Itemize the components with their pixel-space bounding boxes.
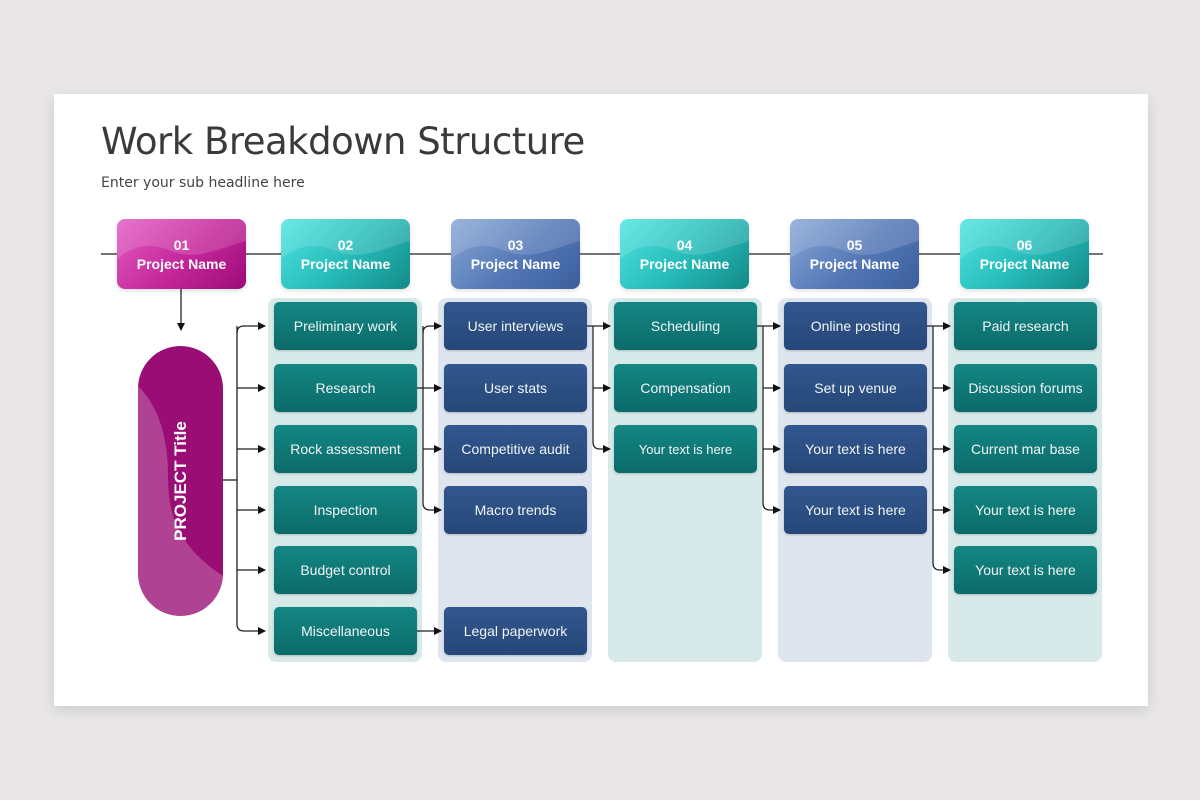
project-number: 04 xyxy=(676,237,693,253)
task-box[interactable]: Budget control xyxy=(274,546,417,594)
project-number: 03 xyxy=(507,237,524,253)
column-panel-04 xyxy=(608,298,762,662)
task-box[interactable]: Research xyxy=(274,364,417,412)
page-title: Work Breakdown Structure xyxy=(101,120,585,163)
pill-wave-decoration xyxy=(138,386,223,616)
task-box[interactable]: Current mar base xyxy=(954,425,1097,473)
task-box[interactable]: Your text is here xyxy=(784,486,927,534)
task-box[interactable]: Inspection xyxy=(274,486,417,534)
project-number: 06 xyxy=(1016,237,1033,253)
column-panel-05 xyxy=(778,298,932,662)
task-box[interactable]: Rock assessment xyxy=(274,425,417,473)
wave-decoration xyxy=(117,219,246,259)
project-name: Project Name xyxy=(639,256,730,272)
wave-decoration xyxy=(451,219,580,259)
task-box[interactable]: Set up venue xyxy=(784,364,927,412)
project-header-06[interactable]: 06 Project Name xyxy=(960,219,1089,289)
project-title-label-wrap: PROJECT Title xyxy=(138,346,223,616)
project-header-05[interactable]: 05 Project Name xyxy=(790,219,919,289)
wave-decoration xyxy=(620,219,749,259)
project-header-04[interactable]: 04 Project Name xyxy=(620,219,749,289)
page-subtitle: Enter your sub headline here xyxy=(101,175,305,191)
project-name: Project Name xyxy=(809,256,900,272)
task-box[interactable]: Macro trends xyxy=(444,486,587,534)
project-name: Project Name xyxy=(470,256,561,272)
task-box[interactable]: Your text is here xyxy=(784,425,927,473)
project-number: 02 xyxy=(337,237,354,253)
task-box[interactable]: Scheduling xyxy=(614,302,757,350)
wave-decoration xyxy=(281,219,410,259)
project-header-01[interactable]: 01 Project Name xyxy=(117,219,246,289)
project-number: 05 xyxy=(846,237,863,253)
task-box[interactable]: User interviews xyxy=(444,302,587,350)
task-box[interactable]: Preliminary work xyxy=(274,302,417,350)
project-title-label: PROJECT Title xyxy=(170,421,190,541)
task-box[interactable]: Online posting xyxy=(784,302,927,350)
project-header-03[interactable]: 03 Project Name xyxy=(451,219,580,289)
column-panel-06 xyxy=(948,298,1102,662)
project-name: Project Name xyxy=(979,256,1070,272)
task-box[interactable]: User stats xyxy=(444,364,587,412)
column-panel-02 xyxy=(268,298,422,662)
task-box[interactable]: Miscellaneous xyxy=(274,607,417,655)
task-box[interactable]: Your text is here xyxy=(954,486,1097,534)
project-title-pill[interactable] xyxy=(138,346,223,616)
project-header-02[interactable]: 02 Project Name xyxy=(281,219,410,289)
task-box[interactable]: Compensation xyxy=(614,364,757,412)
project-number: 01 xyxy=(173,237,190,253)
project-name: Project Name xyxy=(300,256,391,272)
wave-decoration xyxy=(790,219,919,259)
task-box[interactable]: Discussion forums xyxy=(954,364,1097,412)
project-name: Project Name xyxy=(136,256,227,272)
task-box[interactable]: Your text is here xyxy=(614,425,757,473)
column-panel-03 xyxy=(438,298,592,662)
task-box[interactable]: Legal paperwork xyxy=(444,607,587,655)
wave-decoration xyxy=(960,219,1089,259)
task-box[interactable]: Paid research xyxy=(954,302,1097,350)
task-box[interactable]: Competitive audit xyxy=(444,425,587,473)
task-box[interactable]: Your text is here xyxy=(954,546,1097,594)
